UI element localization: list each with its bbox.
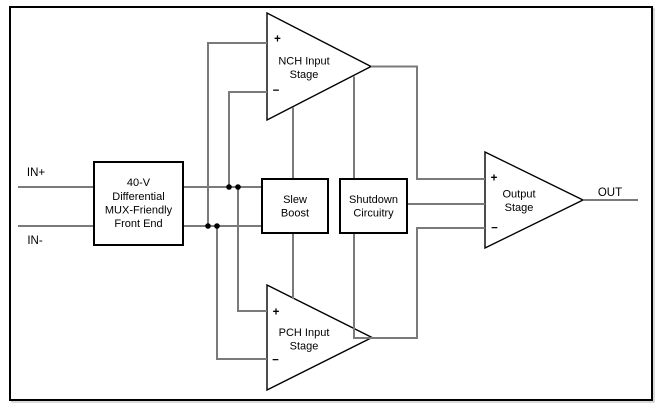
front-end-line-3: MUX-Friendly [105,205,173,217]
pch-input-stage-triangle [266,283,374,392]
shutdown-circuitry-line-1: Shutdown [349,194,398,206]
in-minus-label: IN- [27,235,43,247]
pch-minus-sign: − [272,355,279,367]
wire-pch-plus-input [237,187,267,312]
shutdown-circuitry-line-2: Circuitry [353,208,394,220]
in-plus-label: IN+ [27,167,46,179]
slew-boost-box [261,178,329,234]
junction-dot-upper-2 [235,184,241,190]
pch-input-stage-line-2: Stage [290,341,319,353]
junction-dot-lower-1 [205,223,211,229]
output-plus-sign: + [491,173,498,185]
output-stage-line-1: Output [502,189,535,201]
front-end-line-2: Differential [112,191,164,203]
slew-boost-line-2: Boost [281,208,309,220]
wire-nch-minus-input [228,91,267,187]
front-end-line-1: 40-V [127,177,151,189]
out-label: OUT [598,187,622,199]
output-minus-sign: − [491,223,498,235]
junction-dot-upper-1 [226,184,232,190]
slew-boost-line-1: Slew [283,194,307,206]
wire-nch-plus-input [207,42,267,226]
pch-plus-sign: + [273,307,280,319]
nch-minus-sign: − [273,85,280,97]
junction-dot-lower-2 [214,223,220,229]
nch-input-stage-line-1: NCH Input [278,56,329,68]
wire-nch-output-to-output-stage [371,65,485,180]
front-end-line-4: Front End [114,218,162,230]
shutdown-circuitry-box [339,178,408,234]
wire-pch-minus-input [216,226,267,360]
output-stage-line-2: Stage [505,202,534,214]
nch-input-stage-line-2: Stage [290,69,319,81]
nch-plus-sign: + [274,34,281,46]
wire-pch-output-to-output-stage [353,227,485,339]
output-stage-triangle [484,150,585,250]
nch-input-stage-triangle [266,11,373,122]
pch-input-stage-line-1: PCH Input [279,327,330,339]
front-end-box [93,161,184,246]
